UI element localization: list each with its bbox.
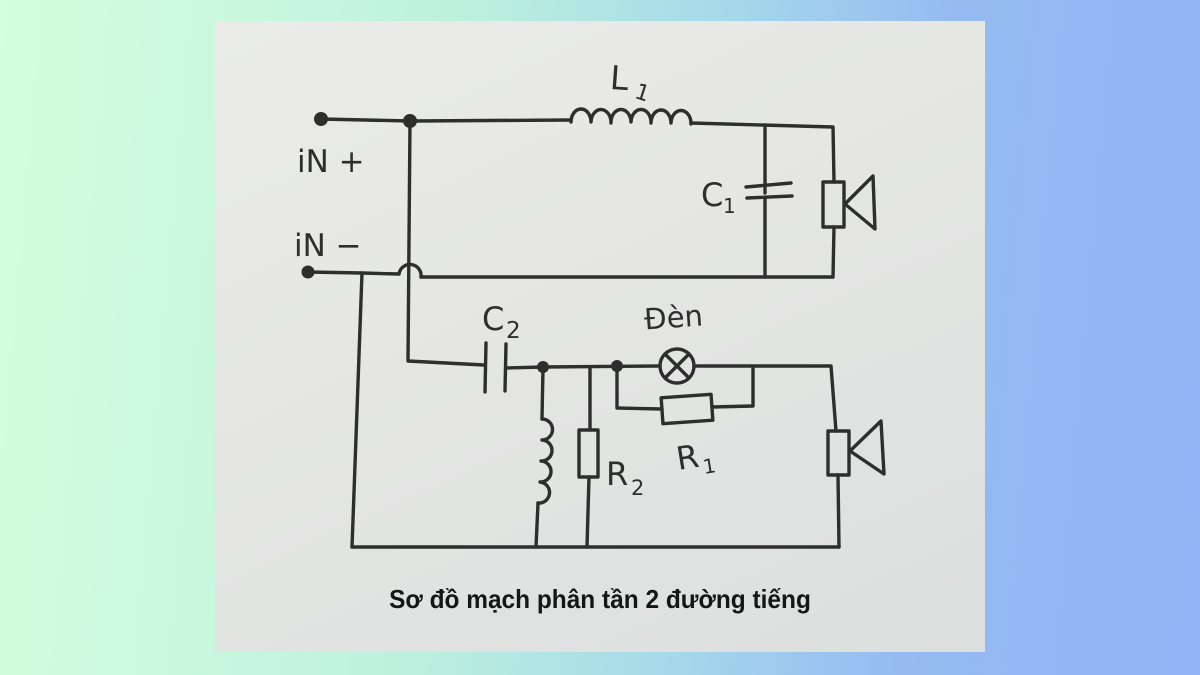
capacitor-C1-plate-bottom (745, 194, 794, 200)
wire-junction-down (406, 119, 486, 367)
wire-speaker-down (836, 473, 841, 549)
label-l1-sub: 1 (632, 79, 653, 107)
schematic-labels: iN + iN − L 1 C 1 C 2 Đèn R 1 R 2 (294, 58, 736, 500)
label-r1-sub: 1 (701, 453, 717, 479)
diagram-caption: Sơ đồ mạch phân tần 2 đường tiếng (389, 584, 811, 614)
wire-left-vertical (350, 271, 364, 549)
junction-dots (301, 112, 623, 373)
speaker-high-cone (843, 174, 877, 231)
terminal-in-plus (314, 112, 328, 126)
label-in-minus: iN − (294, 228, 362, 264)
inductor-L1-icon (569, 107, 693, 126)
junction-c2 (537, 361, 549, 373)
resistor-R2-lead-bottom (585, 475, 591, 549)
speaker-low-body (826, 429, 851, 477)
resistor-R1-body (659, 392, 715, 426)
label-r2-sub: 2 (631, 476, 644, 500)
inductor-L2-lead-top (540, 366, 545, 421)
label-lamp: Đèn (643, 298, 704, 336)
wire-in-plus (319, 117, 573, 123)
label-r1: R (674, 437, 702, 478)
wire-in-minus (306, 270, 401, 276)
junction-top (403, 114, 417, 128)
resistor-R1-lead-right (710, 365, 755, 409)
wire-hop-over (397, 262, 423, 279)
wire-c2-to-lamp (504, 364, 662, 370)
low-pass-branch (350, 271, 886, 549)
wire-right-down (831, 225, 836, 279)
label-l1: L (609, 58, 631, 98)
high-pass-branch (306, 107, 877, 367)
label-c1-sub: 1 (723, 194, 736, 218)
label-in-plus: iN + (297, 144, 365, 180)
label-c1: C (701, 176, 723, 214)
inductor-L2-lead-bottom (534, 501, 540, 549)
terminal-in-minus (301, 265, 315, 279)
wire-top-right (689, 121, 836, 184)
wire-lamp-to-speaker (692, 364, 838, 433)
junction-lamp (611, 360, 623, 372)
lamp-cross-2 (663, 352, 691, 380)
speaker-high-body (821, 180, 846, 229)
speaker-low-cone (848, 419, 886, 476)
capacitor-C1-plate-top (744, 181, 793, 189)
label-c2-sub: 2 (506, 318, 521, 344)
resistor-R1-lead-left (615, 365, 664, 411)
capacitor-C2-plate-left (483, 341, 488, 394)
inductor-L2-icon (536, 417, 555, 505)
label-c2: C (482, 300, 504, 338)
label-r2: R (606, 455, 628, 493)
resistor-R2-body (577, 428, 600, 479)
